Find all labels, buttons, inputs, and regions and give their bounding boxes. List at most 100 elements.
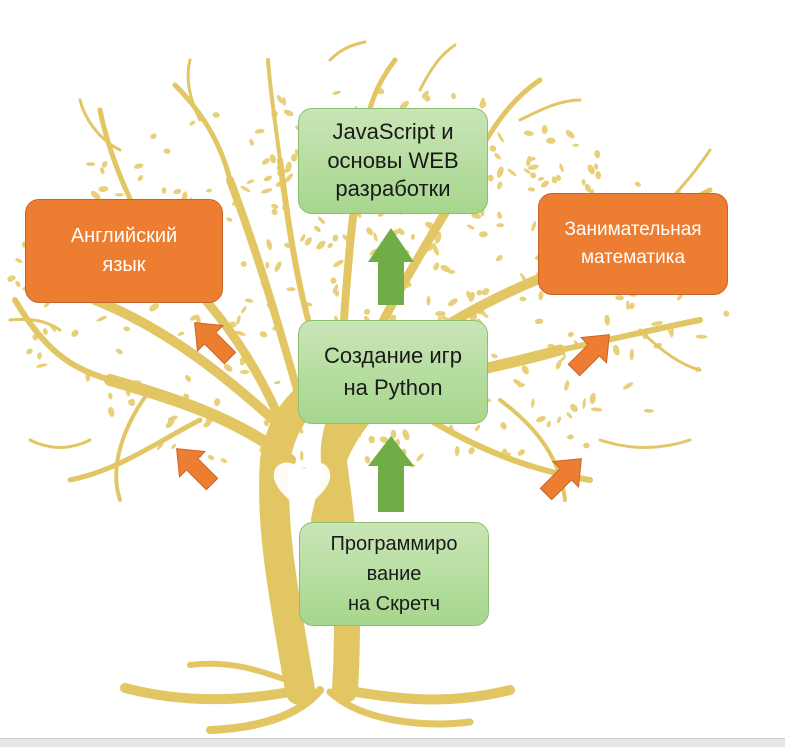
leaf-shape [435,310,446,317]
math-box: Занимательная математика [538,193,728,295]
leaf-shape [333,259,344,268]
leaf-shape [390,429,397,439]
english-box: Английский язык [25,199,223,303]
leaf-shape [206,188,213,193]
leaf-shape [236,315,241,325]
leaf-shape [214,398,221,407]
leaf-shape [165,419,175,429]
leaf-shape [478,231,488,238]
leaf-shape [130,380,142,385]
leaf-shape [723,310,730,317]
leaf-shape [594,150,601,159]
leaf-shape [500,422,507,430]
leaf-shape [527,187,536,192]
leaf-shape [115,348,123,355]
leaf-shape [332,234,339,242]
leaf-shape [547,343,555,349]
leaf-shape [286,287,296,292]
leaf-shape [317,216,326,224]
leaf-shape [330,277,337,284]
leaf-shape [567,331,574,338]
leaf-shape [421,90,429,99]
leaf-shape [288,401,294,409]
scratch-label: Программиро вание на Скретч [330,533,458,615]
javascript-web-box: JavaScript и основы WEB разработки [298,108,488,214]
leaf-shape [449,424,454,432]
leaf-shape [527,164,539,170]
leaf-shape [265,261,270,269]
leaf-shape [302,301,313,307]
leaf-shape [327,242,334,249]
bottom-scrollbar-strip [0,738,785,747]
leaf-shape [271,208,278,215]
leaf-shape [651,321,664,326]
leaf-shape [541,180,549,188]
leaf-shape [546,137,556,144]
leaf-shape [263,175,273,182]
leaf-shape [416,453,424,462]
leaf-shape [459,313,467,319]
leaf-shape [368,435,375,444]
leaf-shape [375,87,385,95]
leaf-shape [615,295,624,301]
leaf-shape [466,291,473,300]
leaf-shape [114,193,124,197]
leaf-shape [300,234,306,242]
leaf-shape [676,293,684,301]
leaf-shape [584,183,592,193]
green-arrow-up-icon [368,228,414,305]
leaf-shape [90,190,101,200]
leaf-shape [207,454,215,461]
leaf-shape [523,130,534,136]
leaf-shape [426,296,431,306]
leaf-shape [281,206,291,212]
leaf-shape [266,239,273,251]
leaf-shape [108,406,115,417]
leaf-shape [263,419,270,427]
leaf-shape [167,415,178,422]
leaf-shape [189,120,196,126]
leaf-shape [467,224,475,230]
leaf-shape [304,237,312,246]
leaf-shape [366,227,373,236]
leaf-shape [612,344,620,356]
leaf-shape [379,436,388,443]
leaf-shape [517,383,526,388]
leaf-shape [642,332,649,340]
leaf-shape [161,187,167,194]
math-label: Занимательная математика [564,218,702,269]
leaf-shape [496,211,503,219]
leaf-shape [163,148,171,154]
leaf-shape [271,110,278,118]
leaf-shape [128,399,136,407]
leaf-shape [183,393,190,399]
leaf-shape [261,158,270,165]
leaf-shape [85,371,91,382]
leaf-shape [695,334,708,339]
leaf-shape [595,171,602,180]
leaf-shape [474,309,486,315]
leaf-shape [364,456,371,464]
heart-shape [273,462,331,512]
leaf-shape [559,163,564,173]
leaf-shape [572,143,579,147]
leaf-shape [261,188,273,194]
leaf-shape [240,261,247,267]
leaf-shape [589,392,596,405]
leaf-shape [261,470,268,479]
leaf-shape [526,157,536,162]
leaf-shape [410,233,415,240]
leaf-shape [271,308,278,321]
leaf-shape [272,325,281,331]
leaf-shape [496,223,505,228]
python-label: Создание игр на Python [324,343,462,400]
leaf-shape [474,424,481,432]
leaf-shape [440,264,451,273]
leaf-shape [590,407,603,412]
leaf-shape [37,352,42,360]
leaf-shape [271,203,279,209]
leaf-shape [43,301,50,308]
leaf-shape [177,331,185,336]
leaf-shape [593,163,599,170]
